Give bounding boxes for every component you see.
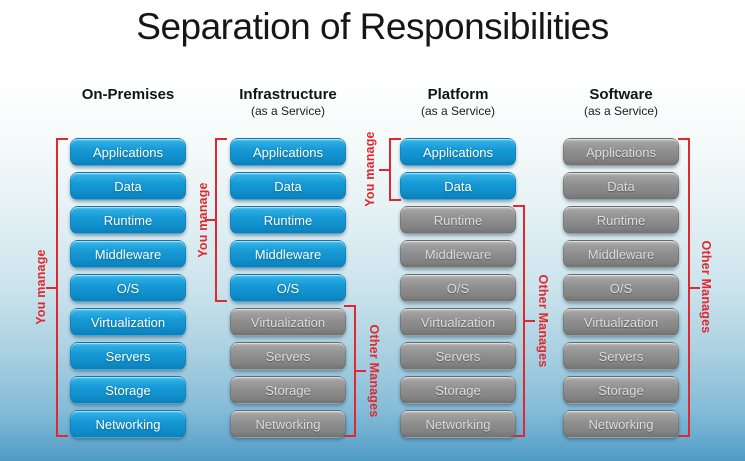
bracket-nub: [205, 219, 216, 221]
box-os: O/S: [563, 274, 679, 302]
box-os: O/S: [400, 274, 516, 302]
bracket-other-manages-paas: [513, 205, 535, 437]
box-middleware: Middleware: [230, 240, 346, 268]
bracket-label-you-manage: You manage: [196, 182, 210, 258]
box-networking: Networking: [230, 410, 346, 438]
column-subtitle: (as a Service): [583, 104, 659, 118]
box-applications: Applications: [400, 138, 516, 166]
box-applications: Applications: [70, 138, 186, 166]
column-title: Platform: [427, 86, 489, 103]
bracket-you-manage-paas: [379, 138, 401, 201]
column-subtitle: (as a Service): [420, 104, 496, 118]
bracket-nub: [524, 320, 535, 322]
bracket-tick: [390, 199, 401, 201]
box-storage: Storage: [230, 376, 346, 404]
box-applications: Applications: [563, 138, 679, 166]
box-virtualization: Virtualization: [70, 308, 186, 336]
bracket-nub: [355, 370, 366, 372]
layer-stack-saas: Applications Data Runtime Middleware O/S…: [563, 138, 679, 444]
column-title: On-Premises: [81, 86, 175, 103]
bracket-tick: [344, 305, 355, 307]
box-virtualization: Virtualization: [563, 308, 679, 336]
column-title: Infrastructure: [239, 86, 337, 103]
box-runtime: Runtime: [400, 206, 516, 234]
box-networking: Networking: [400, 410, 516, 438]
bracket-other-manages-saas: [678, 138, 700, 437]
bracket-tick: [216, 138, 227, 140]
box-servers: Servers: [400, 342, 516, 370]
box-os: O/S: [230, 274, 346, 302]
bracket-you-manage-onpremises: [46, 138, 68, 437]
column-header-platform: Platform (as a Service): [421, 86, 495, 118]
bracket-tick: [678, 435, 689, 437]
bracket-nub: [46, 286, 57, 289]
box-runtime: Runtime: [70, 206, 186, 234]
bracket-label-you-manage: You manage: [34, 249, 48, 325]
box-storage: Storage: [563, 376, 679, 404]
box-data: Data: [230, 172, 346, 200]
bracket-tick: [216, 300, 227, 302]
column-subtitle: (as a Service): [250, 104, 326, 118]
column-header-onpremises: On-Premises: [82, 86, 175, 104]
box-servers: Servers: [70, 342, 186, 370]
layer-stack-paas: Applications Data Runtime Middleware O/S…: [400, 138, 516, 444]
bracket-label-other-manages: Other Manages: [536, 274, 550, 368]
bracket-tick: [390, 138, 401, 140]
bracket-nub: [379, 168, 390, 171]
bracket-label-other-manages: Other Manages: [699, 240, 713, 334]
box-storage: Storage: [400, 376, 516, 404]
box-data: Data: [70, 172, 186, 200]
bracket-label-you-manage: You manage: [363, 131, 377, 207]
box-virtualization: Virtualization: [400, 308, 516, 336]
bracket-tick: [513, 435, 524, 437]
box-applications: Applications: [230, 138, 346, 166]
column-header-infrastructure: Infrastructure (as a Service): [239, 86, 337, 118]
bracket-line: [215, 138, 217, 302]
box-servers: Servers: [230, 342, 346, 370]
bracket-tick: [57, 435, 68, 437]
column-title: Software: [589, 86, 653, 103]
box-virtualization: Virtualization: [230, 308, 346, 336]
box-os: O/S: [70, 274, 186, 302]
bracket-line: [389, 138, 391, 201]
box-runtime: Runtime: [230, 206, 346, 234]
bracket-line: [56, 138, 58, 437]
box-middleware: Middleware: [70, 240, 186, 268]
bracket-nub: [689, 286, 700, 289]
box-middleware: Middleware: [400, 240, 516, 268]
page-title: Separation of Responsibilities: [136, 6, 609, 47]
bracket-label-other-manages: Other Manages: [367, 324, 381, 418]
layer-stack-onpremises: Applications Data Runtime Middleware O/S…: [70, 138, 186, 444]
box-storage: Storage: [70, 376, 186, 404]
bracket-tick: [678, 138, 689, 140]
box-servers: Servers: [563, 342, 679, 370]
box-networking: Networking: [563, 410, 679, 438]
bracket-tick: [344, 435, 355, 437]
bracket-you-manage-iaas: [205, 138, 227, 302]
box-middleware: Middleware: [563, 240, 679, 268]
box-data: Data: [563, 172, 679, 200]
bracket-other-manages-iaas: [344, 305, 366, 437]
bracket-tick: [57, 138, 68, 140]
column-header-software: Software (as a Service): [584, 86, 658, 118]
layer-stack-iaas: Applications Data Runtime Middleware O/S…: [230, 138, 346, 444]
box-data: Data: [400, 172, 516, 200]
bracket-tick: [513, 205, 524, 207]
box-networking: Networking: [70, 410, 186, 438]
box-runtime: Runtime: [563, 206, 679, 234]
